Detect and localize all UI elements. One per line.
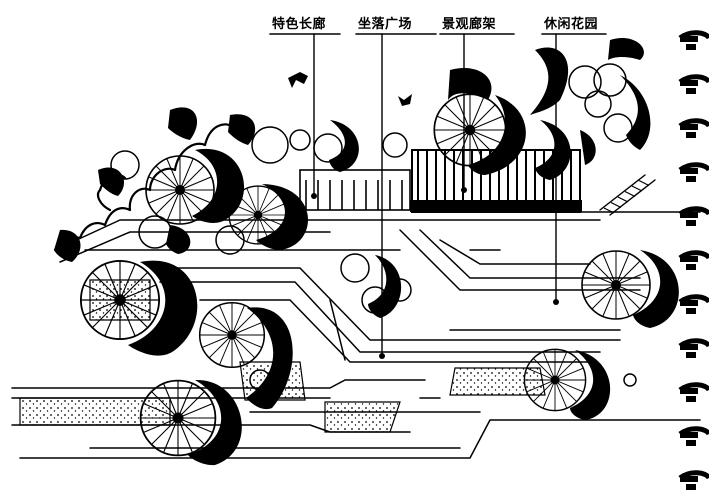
spiral-ring: [678, 74, 709, 94]
tree-shadows: [54, 38, 679, 466]
label-pergola: 景观廊架: [442, 16, 496, 32]
figures: [288, 72, 412, 106]
spiral-ring: [678, 30, 709, 50]
spiral-ring: [678, 294, 709, 314]
spiral-ring: [678, 118, 709, 138]
label-feature-corridor: 特色长廊: [272, 16, 326, 32]
spiral-ring: [678, 162, 709, 182]
spiral-ring: [678, 250, 709, 270]
spiral-ring: [678, 426, 709, 446]
shrubs: [110, 63, 637, 391]
annotation-labels: 特色长廊 坐落广场 景观廊架 休闲花园: [272, 16, 598, 32]
notebook-spiral: [678, 30, 709, 490]
label-plaza: 坐落广场: [358, 16, 412, 32]
canopy-edge: [53, 123, 237, 252]
spiral-ring: [678, 470, 709, 490]
spiral-ring: [678, 382, 709, 402]
spiral-ring: [678, 338, 709, 358]
label-leisure-garden: 休闲花园: [543, 16, 598, 32]
